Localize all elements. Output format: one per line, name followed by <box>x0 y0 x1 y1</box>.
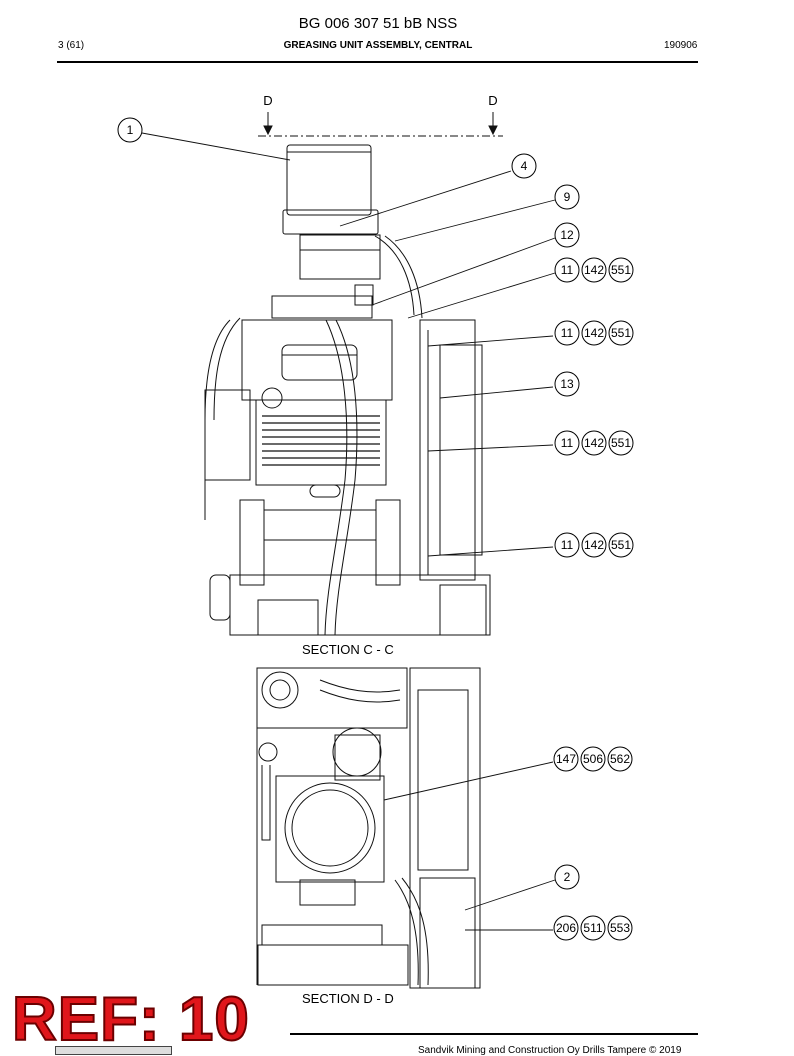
svg-text:13: 13 <box>560 377 574 391</box>
section-arrow-left <box>263 112 273 136</box>
callout-11-142-551-a: 11 142 551 <box>554 257 634 283</box>
callout-4: 4 <box>511 153 537 179</box>
svg-text:551: 551 <box>611 436 631 450</box>
header-rule <box>57 61 698 63</box>
section-label-d-d: SECTION D - D <box>302 991 394 1006</box>
svg-text:11: 11 <box>561 436 574 450</box>
footer-rule <box>290 1033 698 1035</box>
svg-text:553: 553 <box>610 921 630 935</box>
section-arrow-right <box>488 112 498 136</box>
leader-lines <box>141 132 556 931</box>
section-marker-left: D <box>263 93 272 108</box>
svg-text:9: 9 <box>564 190 571 204</box>
svg-text:11: 11 <box>561 326 574 340</box>
svg-text:12: 12 <box>560 228 574 242</box>
callout-147-506-562: 147 506 562 <box>553 746 633 772</box>
callout-11-142-551-b: 11 142 551 <box>554 320 634 346</box>
svg-text:2: 2 <box>564 870 571 884</box>
svg-text:11: 11 <box>561 538 574 552</box>
page-number: 3 (61) <box>58 40 85 51</box>
footer-copyright: Sandvik Mining and Construction Oy Drill… <box>418 1045 682 1056</box>
callout-2: 2 <box>554 864 580 890</box>
document-title: BG 006 307 51 bB NSS <box>298 15 458 32</box>
svg-text:142: 142 <box>584 326 604 340</box>
callout-206-511-553: 206 511 553 <box>553 915 633 941</box>
svg-text:142: 142 <box>584 263 604 277</box>
callout-9: 9 <box>554 184 580 210</box>
svg-text:4: 4 <box>521 159 528 173</box>
svg-text:1: 1 <box>127 123 134 137</box>
svg-text:551: 551 <box>611 263 631 277</box>
callout-1: 1 <box>117 117 143 143</box>
svg-text:11: 11 <box>561 263 574 277</box>
svg-text:142: 142 <box>584 538 604 552</box>
section-label-c-c: SECTION C - C <box>302 642 394 657</box>
callout-11-142-551-d: 11 142 551 <box>554 532 634 558</box>
svg-text:206: 206 <box>556 921 576 935</box>
section-marker-right: D <box>488 93 497 108</box>
svg-text:511: 511 <box>583 921 602 935</box>
company-logo <box>55 1046 172 1055</box>
callout-12: 12 <box>554 222 580 248</box>
lower-assembly-drawing <box>256 667 481 989</box>
sheet-title: GREASING UNIT ASSEMBLY, CENTRAL <box>283 40 473 51</box>
callout-11-142-551-c: 11 142 551 <box>554 430 634 456</box>
upper-assembly-drawing <box>204 144 491 636</box>
motor-cooling-fins <box>262 415 380 466</box>
callout-13: 13 <box>554 371 580 397</box>
svg-text:142: 142 <box>584 436 604 450</box>
svg-text:551: 551 <box>611 326 631 340</box>
svg-text:551: 551 <box>611 538 631 552</box>
svg-text:506: 506 <box>583 752 603 766</box>
svg-text:147: 147 <box>556 752 576 766</box>
document-date: 190906 <box>664 40 698 51</box>
svg-text:562: 562 <box>610 752 630 766</box>
ref-stamp: REF: 10 <box>11 984 250 1055</box>
